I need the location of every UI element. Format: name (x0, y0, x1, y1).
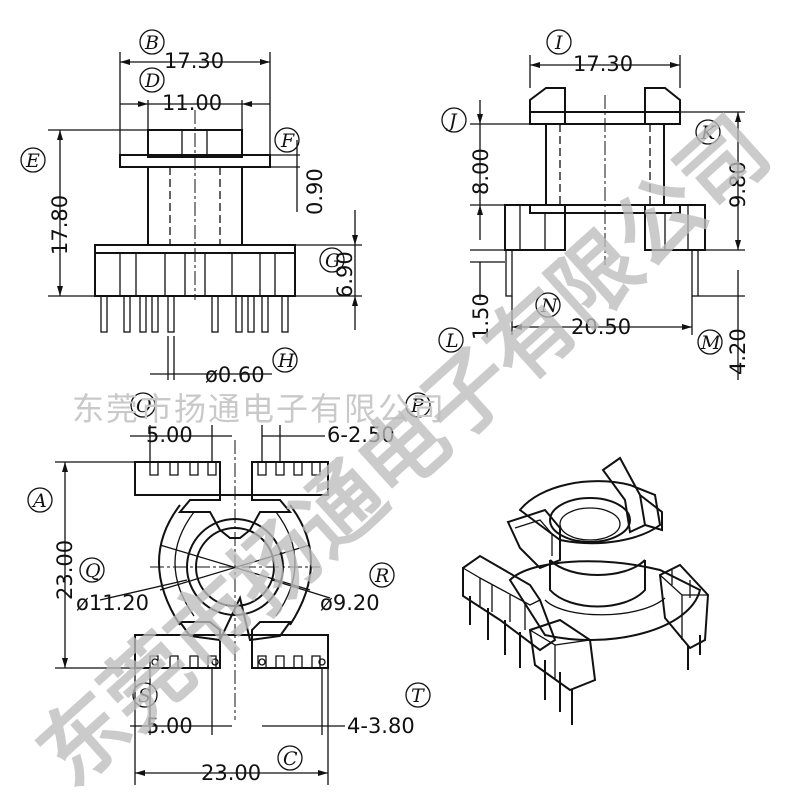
label-C: C (283, 748, 298, 770)
label-S: S (138, 685, 151, 707)
dim-front-height: 17.80 (48, 195, 72, 255)
label-F: F (280, 130, 295, 152)
label-Q: Q (85, 560, 101, 582)
label-N: N (540, 295, 559, 317)
isometric-view (462, 456, 710, 725)
dim-bottom-pitch: 5.00 (146, 714, 193, 738)
label-I: I (554, 32, 563, 54)
label-P: P (410, 395, 425, 417)
label-B: B (144, 32, 159, 54)
dim-side-winding-height: 8.00 (469, 148, 493, 195)
dim-side-pin-length: 4.20 (726, 328, 750, 375)
dim-core-diameter: ø9.20 (320, 591, 380, 615)
label-A: A (31, 490, 47, 512)
reference-labels: B D E F G H I J K L M N O P A Q R S T C (20, 29, 723, 771)
side-view: 17.30 8.00 9.80 1.50 20.50 4.20 (469, 52, 750, 380)
label-E: E (25, 150, 40, 172)
dim-side-pin-offset: 1.50 (469, 293, 493, 340)
label-M: M (700, 332, 721, 354)
top-view: 5.00 6-2.50 23.00 ø11.20 ø9.20 5.00 4-3.… (53, 423, 415, 785)
dim-base-height: 6.90 (333, 251, 357, 298)
dim-side-total-height: 9.80 (726, 161, 750, 208)
watermark-diagonal: 东莞市扬通电子有限公司 (19, 98, 789, 800)
label-G: G (325, 250, 340, 272)
label-H: H (277, 350, 295, 372)
dim-flange-thickness: 0.90 (303, 168, 327, 215)
label-R: R (374, 565, 389, 587)
dim-front-width-inner: 11.00 (162, 91, 222, 115)
dim-inner-diameter: ø11.20 (76, 591, 149, 615)
label-L: L (445, 330, 459, 352)
dim-top-pitch: 5.00 (146, 423, 193, 447)
dim-pin-diameter: ø0.60 (205, 363, 265, 387)
dim-bottom-width: 23.00 (201, 761, 261, 785)
label-D: D (144, 70, 160, 92)
front-view: 17.30 11.00 17.80 0.90 6.90 ø0.60 (48, 49, 362, 387)
label-K: K (700, 122, 717, 144)
label-T: T (411, 685, 425, 707)
label-O: O (136, 395, 152, 417)
dim-side-width: 17.30 (573, 52, 633, 76)
dim-top-pin-spec: 6-2.50 (327, 423, 395, 447)
dim-front-width-outer: 17.30 (164, 49, 224, 73)
dim-side-pin-span: 20.50 (571, 315, 631, 339)
label-J: J (445, 110, 458, 132)
dim-top-height: 23.00 (53, 540, 77, 600)
dim-bottom-pin-spec: 4-3.80 (347, 714, 415, 738)
watermark-company-line: 东莞市扬通电子有限公司 (72, 390, 446, 428)
